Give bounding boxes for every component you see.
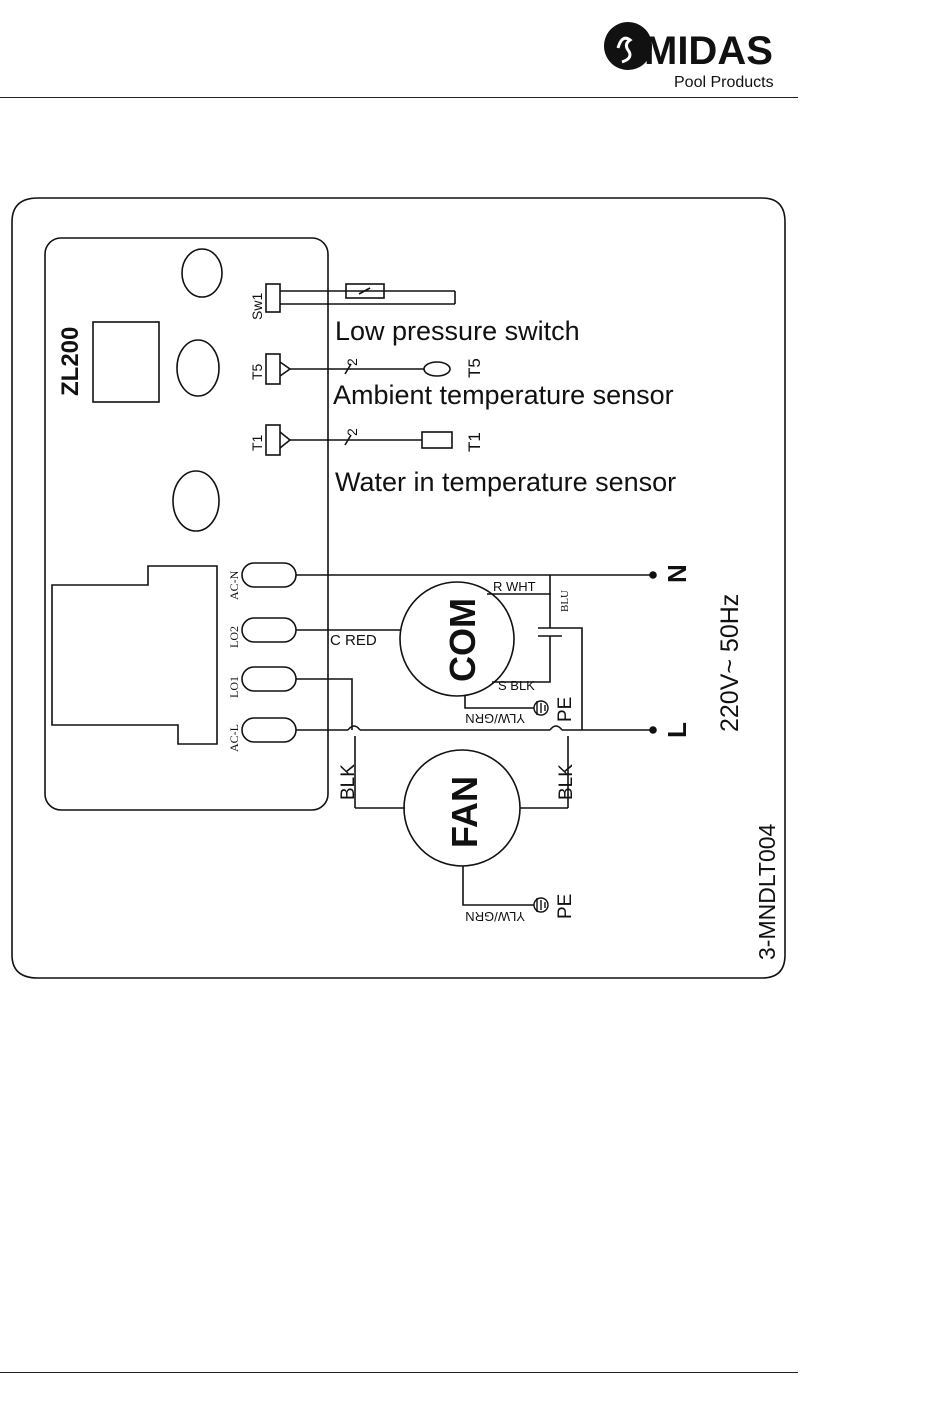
com-s-label: S BLK xyxy=(498,678,535,693)
t1-terminal-label: T1 xyxy=(249,434,265,451)
ground-icon xyxy=(534,701,548,715)
pcb-hole xyxy=(173,471,219,531)
com-r-label: R WHT xyxy=(493,579,536,594)
t5-sensor-symbol xyxy=(424,362,450,376)
sw1-terminal-label: Sw1 xyxy=(249,293,265,320)
ylw-grn-fan-label: YLW/GRN xyxy=(465,909,525,924)
terminal-lo1-label: LO1 xyxy=(227,676,241,698)
blk-left-label: BLK xyxy=(338,764,359,800)
pe-fan-label: PE xyxy=(555,894,576,919)
ground-icon xyxy=(534,898,548,912)
drawing-code-label: 3-MNDLT004 xyxy=(754,823,780,960)
blk-right-label: BLK xyxy=(556,764,577,800)
terminal-acn-label: AC-N xyxy=(227,570,241,600)
t5-sensor-tag: T5 xyxy=(465,358,484,378)
terminal-acl xyxy=(242,718,296,742)
terminal-acn xyxy=(242,563,296,587)
sw1-connector xyxy=(266,284,280,312)
wire-count-t1: 2 xyxy=(344,428,360,436)
pcb-hole xyxy=(182,249,222,297)
com-label: COM xyxy=(442,598,483,682)
supply-n-label: N xyxy=(662,564,692,583)
ambient-sensor-label: Ambient temperature sensor xyxy=(333,380,674,410)
terminal-lo2-label: LO2 xyxy=(227,626,241,648)
pe-com-label: PE xyxy=(555,697,576,722)
t1-sensor-tag: T1 xyxy=(465,432,484,452)
t5-terminal-label: T5 xyxy=(249,363,265,380)
t1-sensor-symbol xyxy=(422,432,452,448)
blu-label: BLU xyxy=(559,590,571,612)
board-label: ZL200 xyxy=(57,327,84,396)
low-pressure-switch-label: Low pressure switch xyxy=(335,316,580,346)
terminal-block xyxy=(52,566,217,744)
fan-label: FAN xyxy=(444,776,485,848)
terminal-lo2 xyxy=(242,618,296,642)
supply-voltage-label: 220V~ 50Hz xyxy=(716,594,744,732)
t5-connector xyxy=(266,354,280,384)
wire-count-t5: 2 xyxy=(344,358,360,366)
t1-connector xyxy=(266,425,280,455)
com-c-label: C RED xyxy=(330,632,377,649)
ylw-grn-com-label: YLW/GRN xyxy=(465,711,525,726)
pcb-component xyxy=(93,322,159,402)
diagram-frame xyxy=(12,198,785,978)
supply-l-label: L xyxy=(662,722,692,738)
water-in-sensor-label: Water in temperature sensor xyxy=(335,467,676,497)
pcb-hole xyxy=(177,340,219,396)
terminal-lo1 xyxy=(242,667,296,691)
terminal-acl-label: AC-L xyxy=(227,724,241,752)
